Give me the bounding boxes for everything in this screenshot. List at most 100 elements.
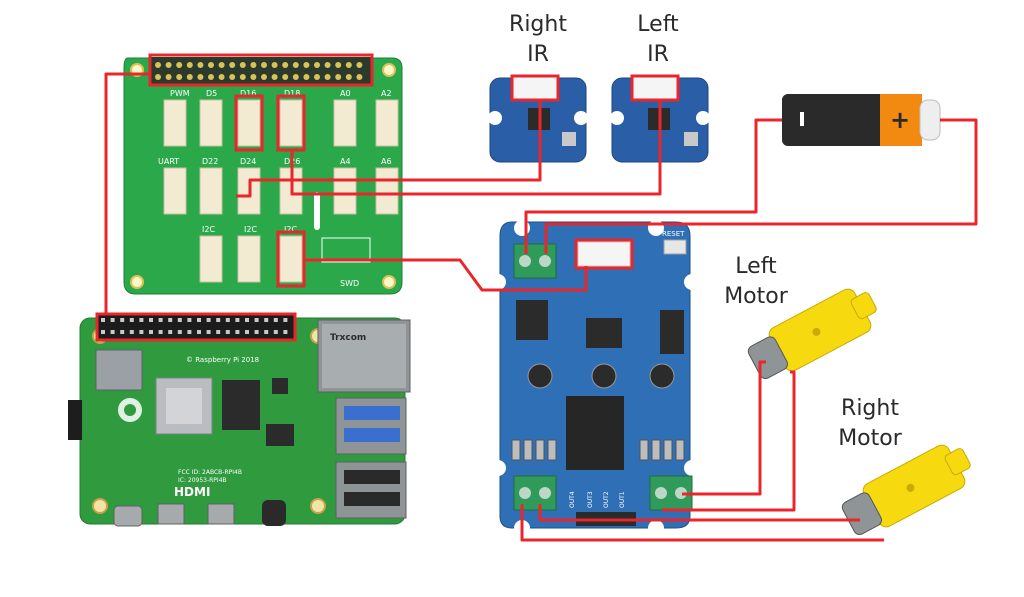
hat-header-pin xyxy=(197,62,204,68)
pi-header-pin xyxy=(254,318,259,322)
hat-label-swd: SWD xyxy=(340,279,359,288)
hat-label-i2c-3: I2C xyxy=(284,225,297,234)
grove-connector xyxy=(163,167,187,215)
pi-header-pin xyxy=(139,330,144,334)
grove-connector xyxy=(375,99,399,147)
hat-header-pin xyxy=(271,74,278,80)
left-motor-label-line2: Motor xyxy=(724,284,788,309)
right-motor-label: Right Motor xyxy=(822,394,918,454)
grove-connector xyxy=(199,167,223,215)
hat-label-i2c-1: I2C xyxy=(202,225,215,234)
hat-header-pin xyxy=(356,74,363,80)
wire-right-motor-a xyxy=(538,504,860,522)
hat-header-pin xyxy=(345,74,352,80)
wire-hat-to-pi xyxy=(104,72,150,314)
hat-header-pin xyxy=(250,62,257,68)
hat-header-pin xyxy=(155,74,161,80)
pi-header-pin xyxy=(139,318,144,322)
grove-connector xyxy=(333,99,357,147)
hat-header-pin xyxy=(282,62,289,68)
hat-header-pin xyxy=(208,74,214,80)
pi-header-pin xyxy=(245,318,249,322)
hat-header-pin xyxy=(176,62,183,68)
wire-left-ir xyxy=(290,100,662,196)
hat-header-pin xyxy=(239,74,246,80)
pi-header-pin xyxy=(235,330,240,334)
pi-header-pin xyxy=(129,330,134,334)
diode xyxy=(651,439,661,461)
pi-header-pin xyxy=(110,318,115,322)
pi-header-pin xyxy=(197,318,201,322)
pi-header-pin xyxy=(197,330,201,334)
hat-label-a0: A0 xyxy=(340,89,351,98)
pi-header-pin xyxy=(216,318,221,322)
pi-header-pin xyxy=(158,330,163,334)
hat-header-pin xyxy=(165,62,172,68)
grove-connector xyxy=(237,235,261,283)
hat-label-d24: D24 xyxy=(240,157,256,166)
right-motor-label-line1: Right xyxy=(841,396,899,421)
grove-connector xyxy=(375,167,399,215)
right-ir-label-line1: Right xyxy=(509,12,567,37)
right-ir-label: Right IR xyxy=(498,10,578,70)
diode xyxy=(511,439,521,461)
hat-header-pin xyxy=(303,62,310,68)
pi-header-pin xyxy=(101,318,105,322)
hat-label-uart: UART xyxy=(158,157,179,166)
pi-header-pin xyxy=(245,330,249,334)
battery: + xyxy=(782,94,941,146)
hat-header-pin xyxy=(314,74,320,80)
right-ir-label-line2: IR xyxy=(527,42,549,67)
grove-connector xyxy=(163,99,187,147)
left-ir-label-line1: Left xyxy=(637,12,679,37)
wire-right-motor-b xyxy=(520,504,884,542)
pi-header-pin xyxy=(149,330,153,334)
pi-header-pin xyxy=(129,318,134,322)
hat-header-pin xyxy=(155,62,161,68)
pi-header-pin xyxy=(168,318,173,322)
hat-label-d5: D5 xyxy=(206,89,217,98)
hat-header-pin xyxy=(282,74,289,80)
pi-header-pin xyxy=(283,330,288,334)
pi-hdmi-label: HDMI xyxy=(174,485,210,499)
pi-header-pin xyxy=(149,318,153,322)
grove-connector xyxy=(199,235,223,283)
hat-header-pin xyxy=(186,74,193,80)
pi-header-pin xyxy=(264,330,269,334)
diode xyxy=(639,439,649,461)
pi-header-pin xyxy=(187,330,192,334)
diode xyxy=(535,439,545,461)
grove-base-hat: PWM D5 D16 D18 A0 A2 UART D22 D24 D26 A4… xyxy=(123,53,403,295)
pi-header-pin xyxy=(225,330,230,334)
hat-label-d16: D16 xyxy=(240,89,256,98)
left-motor-label: Left Motor xyxy=(708,252,804,312)
raspberry-logo xyxy=(118,398,142,422)
pi-header-pin xyxy=(216,330,221,334)
diode xyxy=(523,439,533,461)
pi-ic-text: IC: 20953-RPI4B xyxy=(178,477,227,484)
pi-header-pin xyxy=(120,330,125,334)
pi-header-pin xyxy=(235,318,240,322)
diode xyxy=(663,439,673,461)
hat-label-a6: A6 xyxy=(381,157,392,166)
hat-header-pin xyxy=(335,62,342,68)
hat-header-pin xyxy=(176,74,183,80)
pi-header-pin xyxy=(120,318,125,322)
grove-connector xyxy=(279,99,303,147)
hat-label-a2: A2 xyxy=(381,89,392,98)
hat-header-pin xyxy=(324,62,331,68)
battery-plus-icon: + xyxy=(890,106,910,134)
grove-connector xyxy=(333,167,357,215)
pi-header-pin xyxy=(225,318,230,322)
hat-header-pin xyxy=(218,62,225,68)
hat-header-pin xyxy=(261,62,267,68)
hat-label-pwm: PWM xyxy=(170,89,190,98)
grove-connector xyxy=(279,235,303,283)
wire-left-motor-b xyxy=(662,370,796,512)
grove-connector xyxy=(237,99,261,147)
hat-header-pin xyxy=(356,62,363,68)
hat-header-pin xyxy=(208,62,214,68)
right-motor xyxy=(841,444,971,536)
driver-out2-label: OUT2 xyxy=(603,491,610,508)
